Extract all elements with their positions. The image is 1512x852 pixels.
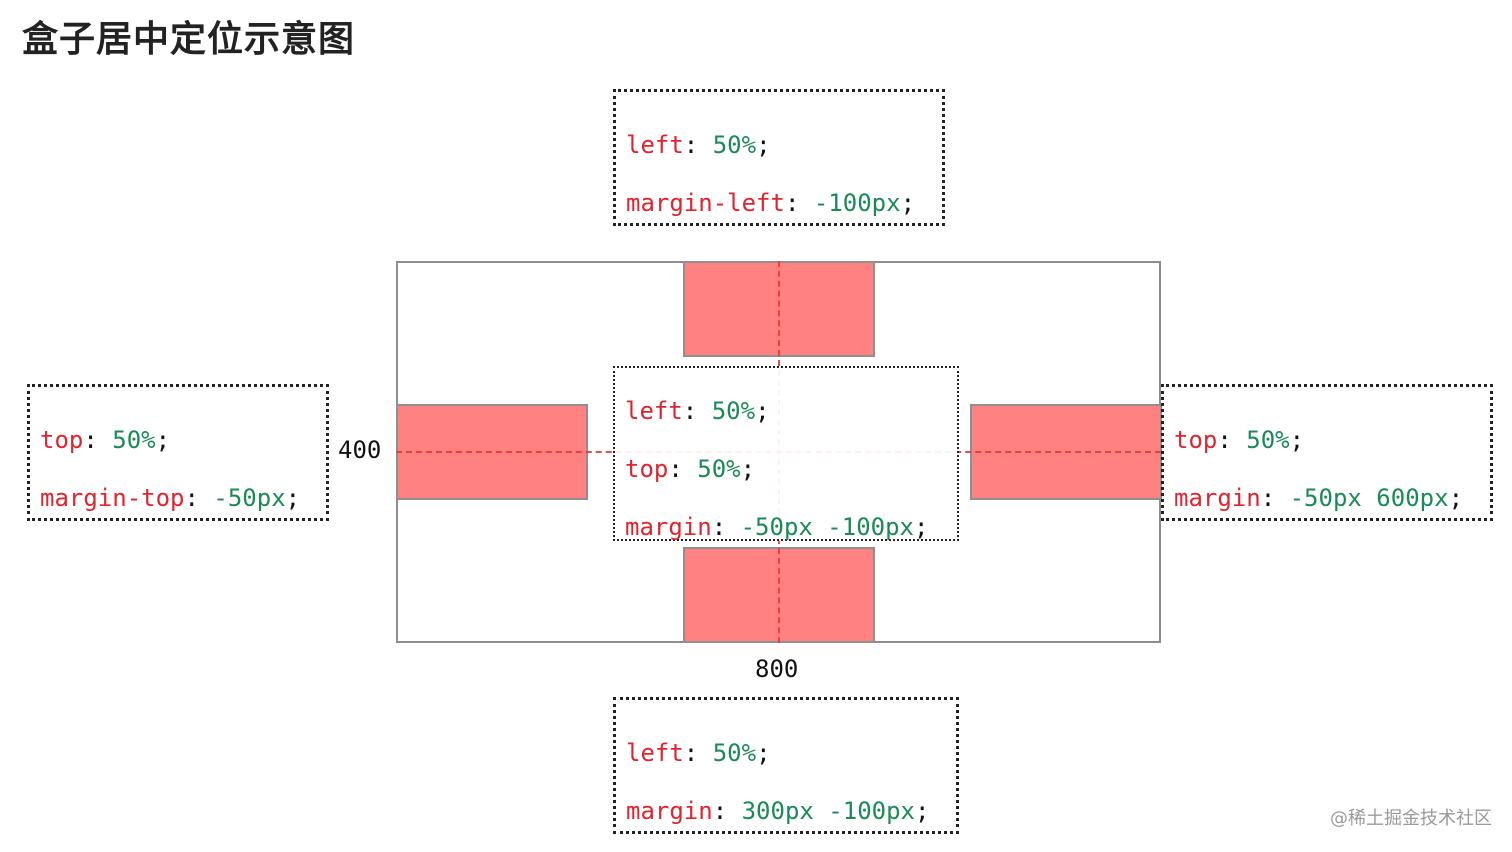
css-property: left	[626, 131, 684, 159]
css-colon: :	[1260, 484, 1290, 512]
code-line: left: 50%;	[626, 116, 942, 174]
code-line: margin: -50px -100px;	[625, 498, 957, 556]
code-line: margin: -50px 600px;	[1174, 469, 1490, 527]
css-value: 50%	[711, 397, 756, 425]
css-property: top	[40, 426, 84, 454]
css-colon: :	[712, 797, 742, 825]
css-semicolon: ;	[740, 455, 756, 483]
css-property: left	[626, 739, 684, 767]
css-semicolon: ;	[1289, 426, 1305, 454]
css-semicolon: ;	[155, 426, 171, 454]
code-line: top: 50%;	[1174, 411, 1490, 469]
css-property: margin-left	[626, 189, 785, 217]
css-semicolon: ;	[915, 797, 930, 825]
css-semicolon: ;	[755, 397, 770, 425]
css-value: -100px	[813, 189, 901, 217]
css-property: top	[625, 455, 669, 483]
css-value: -50px -100px	[740, 513, 914, 541]
css-property: margin	[626, 797, 713, 825]
css-semicolon: ;	[756, 739, 771, 767]
css-property: margin	[1174, 484, 1261, 512]
code-line: left: 50%;	[625, 382, 957, 440]
css-value: -50px 600px	[1289, 484, 1449, 512]
code-line: margin-left: -100px;	[626, 174, 942, 232]
css-value: 50%	[697, 455, 741, 483]
css-property: left	[625, 397, 683, 425]
css-value: 50%	[112, 426, 156, 454]
css-semicolon: ;	[285, 484, 301, 512]
css-colon: :	[184, 484, 214, 512]
css-semicolon: ;	[914, 513, 929, 541]
code-box-left: top: 50%; margin-top: -50px;	[27, 384, 329, 521]
css-property: top	[1174, 426, 1218, 454]
css-semicolon: ;	[1448, 484, 1464, 512]
css-value: 300px -100px	[741, 797, 915, 825]
code-box-right: top: 50%; margin: -50px 600px;	[1161, 384, 1493, 521]
code-line: top: 50%;	[40, 411, 326, 469]
css-colon: :	[1217, 426, 1247, 454]
css-semicolon: ;	[900, 189, 916, 217]
css-value: -50px	[213, 484, 286, 512]
css-value: 50%	[712, 131, 757, 159]
css-colon: :	[784, 189, 814, 217]
height-dimension-label: 400	[338, 436, 382, 464]
watermark: @稀土掘金技术社区	[1330, 808, 1492, 829]
code-line: top: 50%;	[625, 440, 957, 498]
css-semicolon: ;	[756, 131, 771, 159]
code-line: margin: 300px -100px;	[626, 782, 956, 840]
css-colon: :	[683, 739, 713, 767]
code-line: margin-top: -50px;	[40, 469, 326, 527]
css-value: 50%	[712, 739, 757, 767]
css-colon: :	[683, 131, 713, 159]
code-box-center: left: 50%; top: 50%; margin: -50px -100p…	[613, 366, 959, 541]
css-property: margin	[625, 513, 712, 541]
css-colon: :	[668, 455, 698, 483]
code-box-top: left: 50%; margin-left: -100px;	[613, 89, 945, 226]
diagram-title: 盒子居中定位示意图	[22, 19, 356, 60]
css-value: 50%	[1246, 426, 1290, 454]
css-colon: :	[682, 397, 712, 425]
css-colon: :	[83, 426, 113, 454]
css-property: margin-top	[40, 484, 185, 512]
code-box-bottom: left: 50%; margin: 300px -100px;	[613, 697, 959, 834]
code-line: left: 50%;	[626, 724, 956, 782]
css-colon: :	[711, 513, 741, 541]
width-dimension-label: 800	[755, 655, 799, 683]
